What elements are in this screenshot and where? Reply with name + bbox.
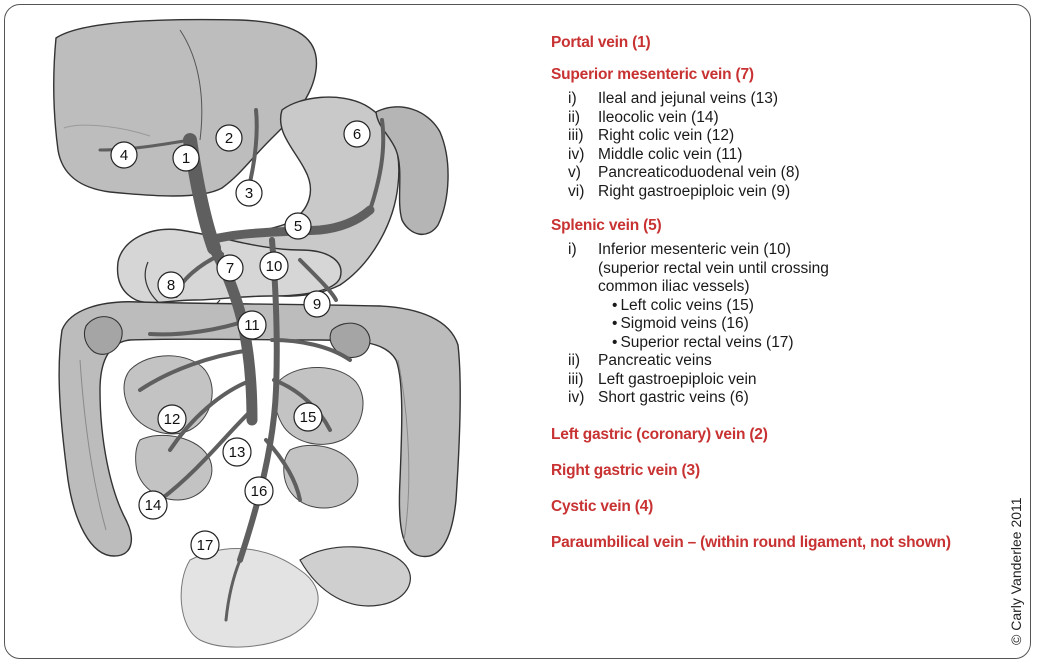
svg-text:5: 5 [294,218,302,235]
heading-portal-vein: Portal vein (1) [551,34,1011,52]
list-item-continuation: (superior rectal vein until crossing [568,260,1011,279]
heading-left-gastric-vein: Left gastric (coronary) vein (2) [551,426,1011,444]
sub-list-item: Sigmoid veins (16) [568,315,1011,334]
label-5: 5 [285,213,311,239]
label-10: 10 [260,252,288,280]
label-14: 14 [139,491,167,519]
label-13: 13 [223,438,251,466]
label-12: 12 [158,405,186,433]
svg-text:6: 6 [353,126,361,143]
label-8: 8 [158,272,184,298]
label-6: 6 [344,121,370,147]
splenic-list: i)Inferior mesenteric vein (10) (superio… [551,241,1011,297]
heading-right-gastric-vein: Right gastric vein (3) [551,462,1011,480]
list-item-continuation: common iliac vessels) [568,278,1011,297]
copyright-notice: © Carly Vanderlee 2011 [1008,497,1024,645]
svg-text:17: 17 [197,537,214,554]
list-item: iii)Right colic vein (12) [568,127,1011,146]
svg-text:14: 14 [145,497,162,514]
heading-superior-mesenteric-vein: Superior mesenteric vein (7) [551,66,1011,84]
label-16: 16 [245,477,273,505]
list-item: i)Inferior mesenteric vein (10) [568,241,1011,260]
svg-text:13: 13 [229,444,246,461]
label-4: 4 [111,142,137,168]
svg-text:12: 12 [164,411,181,428]
svg-text:15: 15 [300,409,317,426]
legend: Portal vein (1) Superior mesenteric vein… [551,34,1011,552]
list-item: ii)Ileocolic vein (14) [568,109,1011,128]
svg-text:10: 10 [266,258,283,275]
list-item: vi)Right gastroepiploic vein (9) [568,183,1011,202]
heading-splenic-vein: Splenic vein (5) [551,217,1011,235]
svg-text:3: 3 [245,185,253,202]
inferior-mesenteric-sublist: Left colic veins (15) Sigmoid veins (16)… [551,297,1011,353]
label-17: 17 [191,531,219,559]
list-item: ii)Pancreatic veins [568,352,1011,371]
label-11: 11 [238,311,266,339]
label-1: 1 [173,145,199,171]
svg-text:2: 2 [225,130,233,147]
svg-text:11: 11 [244,317,260,334]
sub-list-item: Left colic veins (15) [568,297,1011,316]
svg-text:1: 1 [182,150,190,167]
label-9: 9 [304,291,330,317]
heading-cystic-vein: Cystic vein (4) [551,498,1011,516]
label-3: 3 [236,180,262,206]
list-item: i)Ileal and jejunal veins (13) [568,90,1011,109]
splenic-list-rest: ii)Pancreatic veins iii)Left gastroepipl… [551,352,1011,408]
svg-text:16: 16 [251,483,268,500]
sub-list-item: Superior rectal veins (17) [568,334,1011,353]
rectum-sigmoid [181,547,410,647]
svg-text:4: 4 [120,147,128,164]
list-item: iv)Middle colic vein (11) [568,146,1011,165]
list-item: v)Pancreaticoduodenal vein (8) [568,164,1011,183]
list-item: iv)Short gastric veins (6) [568,389,1011,408]
label-7: 7 [217,255,243,281]
colon [59,302,460,557]
svg-text:7: 7 [226,260,234,277]
list-item: iii)Left gastroepiploic vein [568,371,1011,390]
heading-paraumbilical-vein: Paraumbilical vein – (within round ligam… [551,534,1011,552]
svg-text:8: 8 [167,277,175,294]
label-2: 2 [216,125,242,151]
portal-venous-system-illustration: 1 2 3 4 5 6 7 8 9 10 11 12 13 14 15 16 1… [0,0,540,665]
label-15: 15 [294,403,322,431]
svg-text:9: 9 [313,296,321,313]
superior-mesenteric-list: i)Ileal and jejunal veins (13) ii)Ileoco… [551,90,1011,201]
